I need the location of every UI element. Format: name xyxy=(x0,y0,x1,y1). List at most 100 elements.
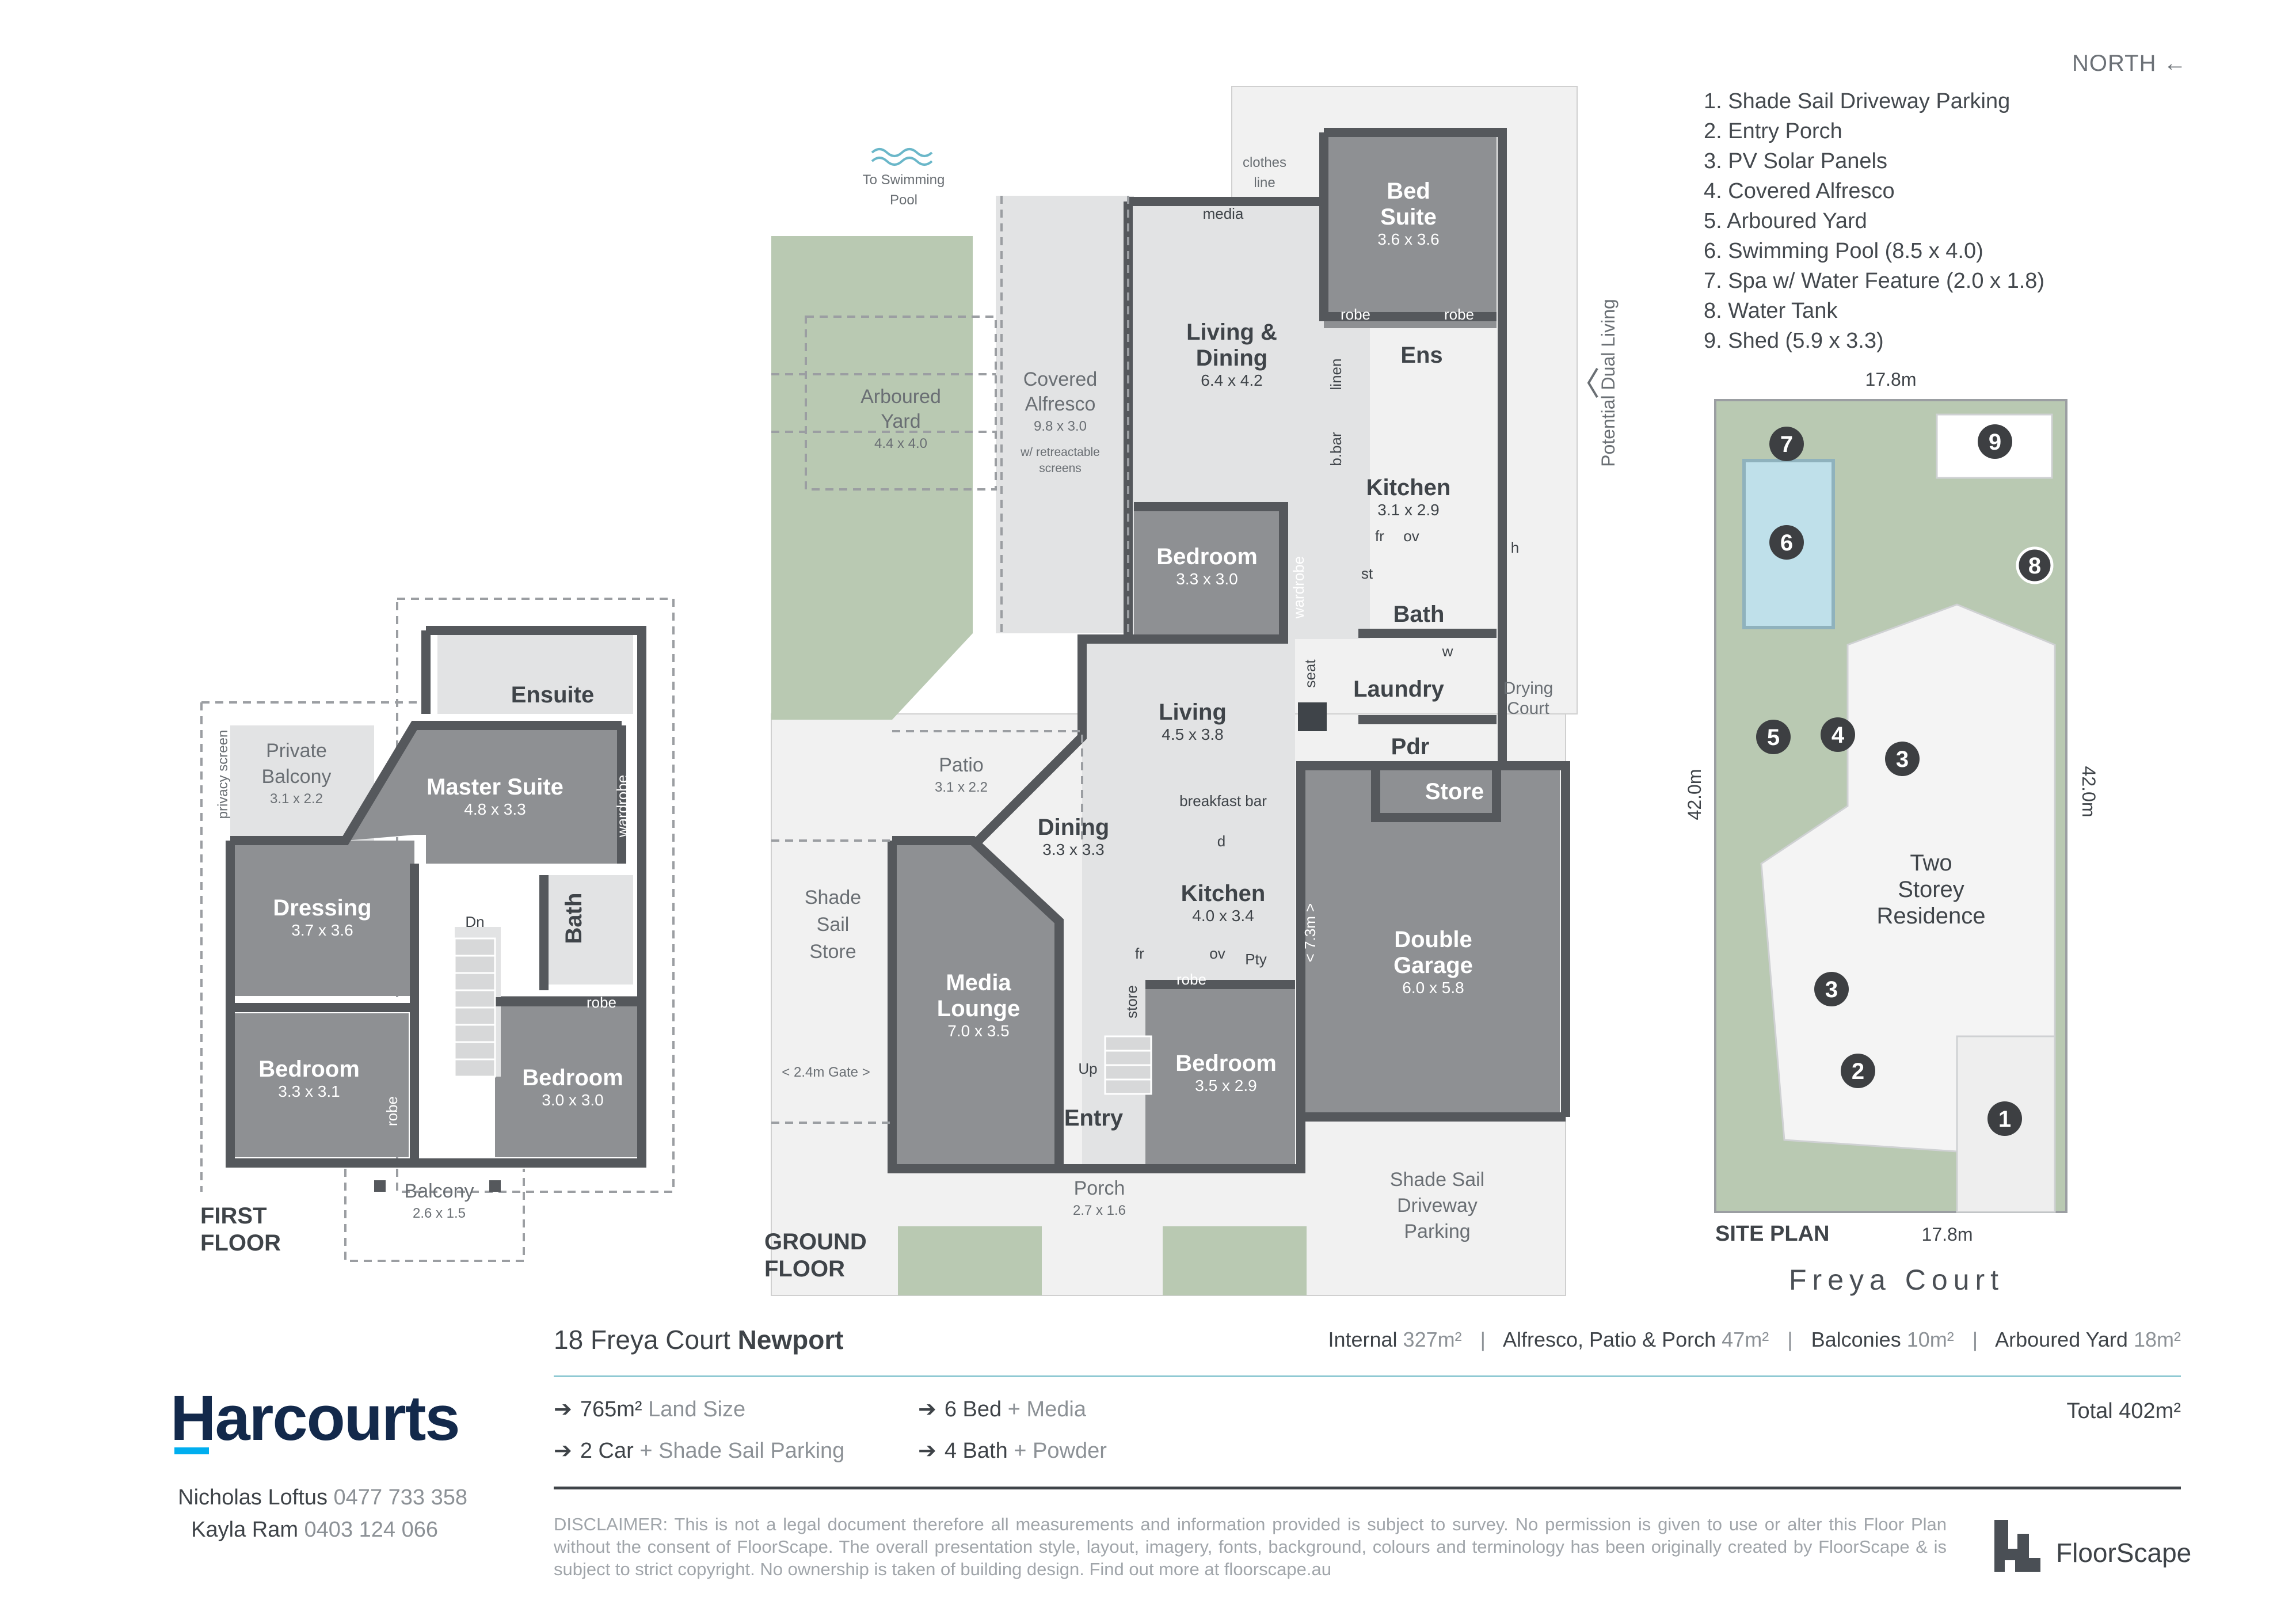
dining-label: Dining xyxy=(1038,815,1109,840)
agent-name: Kayla Ram xyxy=(191,1518,298,1542)
legend-item: 2. Entry Porch xyxy=(1704,119,1842,143)
feature-extra: + Shade Sail Parking xyxy=(633,1439,845,1463)
driveway-label-2: Driveway xyxy=(1397,1195,1478,1217)
bedroom-mid-size: 3.3 x 3.0 xyxy=(1176,570,1238,588)
bedroom-first-b-size: 3.0 x 3.0 xyxy=(542,1091,603,1109)
robe-first-b-label: robe xyxy=(383,1096,401,1126)
shade-sail-store-label-1: Shade xyxy=(805,887,861,909)
feature-bath: ➔ 4 Bath + Powder xyxy=(918,1438,1107,1464)
residence-label-2: Storey xyxy=(1898,877,1964,902)
stairs-down-label: Dn xyxy=(465,913,484,930)
dressing-size: 3.7 x 3.6 xyxy=(291,921,353,939)
site-marker-6: 6 xyxy=(1780,530,1793,556)
feature-extra: + Powder xyxy=(1007,1439,1107,1463)
privacy-screen-label: privacy screen xyxy=(215,730,231,819)
potential-dual-living-label: Potential Dual Living xyxy=(1598,299,1619,467)
ens-label: Ens xyxy=(1400,343,1442,368)
divider-dark xyxy=(554,1487,2181,1489)
media-unit-label: media xyxy=(1203,205,1244,222)
store-vertical-label: store xyxy=(1123,985,1140,1018)
balcony-label: Balcony xyxy=(405,1180,474,1202)
shade-sail-store-label-3: Store xyxy=(809,941,856,963)
arboured-yard-size: 4.4 x 4.0 xyxy=(874,436,927,451)
disclaimer-text: DISCLAIMER: This is not a legal document… xyxy=(554,1514,1947,1579)
master-suite-size: 4.8 x 3.3 xyxy=(464,800,526,818)
site-marker-1: 1 xyxy=(1998,1107,2011,1132)
stairs-up-label: Up xyxy=(1078,1060,1097,1077)
total-area: Total 402m² xyxy=(2066,1399,2181,1423)
covered-alfresco-label-2: Alfresco xyxy=(1025,393,1096,415)
residence-label-1: Two xyxy=(1910,850,1952,876)
ground-floor-plan: To Swimming Pool clothes line media Bed … xyxy=(764,86,1619,1296)
water-wave-icon xyxy=(871,148,933,166)
bedroom-low-size: 3.5 x 2.9 xyxy=(1195,1077,1256,1094)
feature-extra: Land Size xyxy=(642,1397,746,1421)
site-marker-5: 5 xyxy=(1767,725,1780,750)
legend-item: 5. Arboured Yard xyxy=(1704,209,1867,233)
ground-floor-title-2: FLOOR xyxy=(764,1256,845,1282)
harcourts-logo: Harcourts xyxy=(170,1383,460,1454)
bedroom-low-label: Bedroom xyxy=(1175,1051,1277,1076)
kitchen-size: 4.0 x 3.4 xyxy=(1192,907,1254,925)
agent-phone: 0477 733 358 xyxy=(327,1485,467,1510)
balcony-size: 2.6 x 1.5 xyxy=(413,1206,466,1221)
fridge-top-label: fr xyxy=(1375,527,1384,545)
feature-extra: + Media xyxy=(1002,1397,1086,1421)
arrow-right-icon: ➔ xyxy=(554,1397,572,1421)
arboured-yard-label-2: Yard xyxy=(881,410,920,432)
legend-item: 9. Shed (5.9 x 3.3) xyxy=(1704,329,1884,353)
first-floor-title-2: FLOOR xyxy=(200,1230,281,1256)
site-marker-3a: 3 xyxy=(1896,747,1909,772)
legend-item: 4. Covered Alfresco xyxy=(1704,179,1895,203)
pantry-label: Pty xyxy=(1245,951,1267,968)
bath-label: Bath xyxy=(561,893,587,944)
living-dining-label-2: Dining xyxy=(1196,345,1267,371)
kitchen-top-label: Kitchen xyxy=(1366,475,1451,500)
private-balcony-label-2: Balcony xyxy=(262,766,332,788)
area-value: 327m² xyxy=(1403,1328,1462,1351)
patio-label: Patio xyxy=(939,754,984,776)
feature-main: 4 Bath xyxy=(944,1439,1008,1463)
feature-bed: ➔6 Bed + Media xyxy=(918,1396,1086,1422)
arrow-right-icon: ➔ xyxy=(918,1397,936,1421)
clothes-line-label-2: line xyxy=(1254,175,1275,191)
area-value: 18m² xyxy=(2133,1328,2181,1351)
legend-item: 3. PV Solar Panels xyxy=(1704,149,1887,173)
bedroom-first-b-label: Bedroom xyxy=(522,1065,623,1090)
ensuite-label: Ensuite xyxy=(511,682,594,708)
porch-size: 2.7 x 1.6 xyxy=(1073,1203,1126,1218)
oven-label: ov xyxy=(1209,945,1225,962)
double-garage-size: 6.0 x 5.8 xyxy=(1402,979,1464,997)
legend-item: 6. Swimming Pool (8.5 x 4.0) xyxy=(1704,239,1983,263)
media-lounge-label-2: Lounge xyxy=(937,996,1020,1021)
laundry-label: Laundry xyxy=(1353,676,1445,702)
arboured-yard-label-1: Arboured xyxy=(860,386,941,408)
area-label: Balconies xyxy=(1811,1328,1901,1351)
dressing-label: Dressing xyxy=(273,895,371,921)
shade-sail-store-label-2: Sail xyxy=(817,914,850,936)
linen-label: linen xyxy=(1327,359,1345,390)
living-size: 4.5 x 3.8 xyxy=(1162,725,1223,743)
robe-left-label: robe xyxy=(1341,306,1370,323)
area-separator: | xyxy=(1972,1328,1978,1351)
site-depth-right: 42.0m xyxy=(2078,766,2099,818)
street-name: Freya Court xyxy=(1789,1264,2004,1296)
master-suite-label: Master Suite xyxy=(427,774,563,800)
area-value: 47m² xyxy=(1722,1328,1769,1351)
living-label: Living xyxy=(1159,700,1227,725)
bedroom-first-a-label: Bedroom xyxy=(258,1056,360,1082)
agent-contact: Nicholas Loftus 0477 733 358 xyxy=(178,1485,467,1510)
washer-label: w xyxy=(1442,643,1453,660)
bed-suite-label-2: Suite xyxy=(1380,204,1437,230)
bedroom-first-a-size: 3.3 x 3.1 xyxy=(278,1082,340,1100)
legend-item: 1. Shade Sail Driveway Parking xyxy=(1704,89,2011,113)
ground-floor-title-1: GROUND xyxy=(764,1229,867,1255)
first-floor-title-1: FIRST xyxy=(200,1203,267,1229)
bath-mid-label: Bath xyxy=(1393,602,1445,627)
north-indicator: NORTH ← xyxy=(2072,51,2187,76)
area-value: 10m² xyxy=(1906,1328,1954,1351)
media-lounge-label-1: Media xyxy=(946,970,1011,995)
arrow-right-icon: ➔ xyxy=(918,1439,936,1463)
bbar-label: b.bar xyxy=(1327,432,1345,466)
agent-contact: Kayla Ram 0403 124 066 xyxy=(191,1518,438,1542)
